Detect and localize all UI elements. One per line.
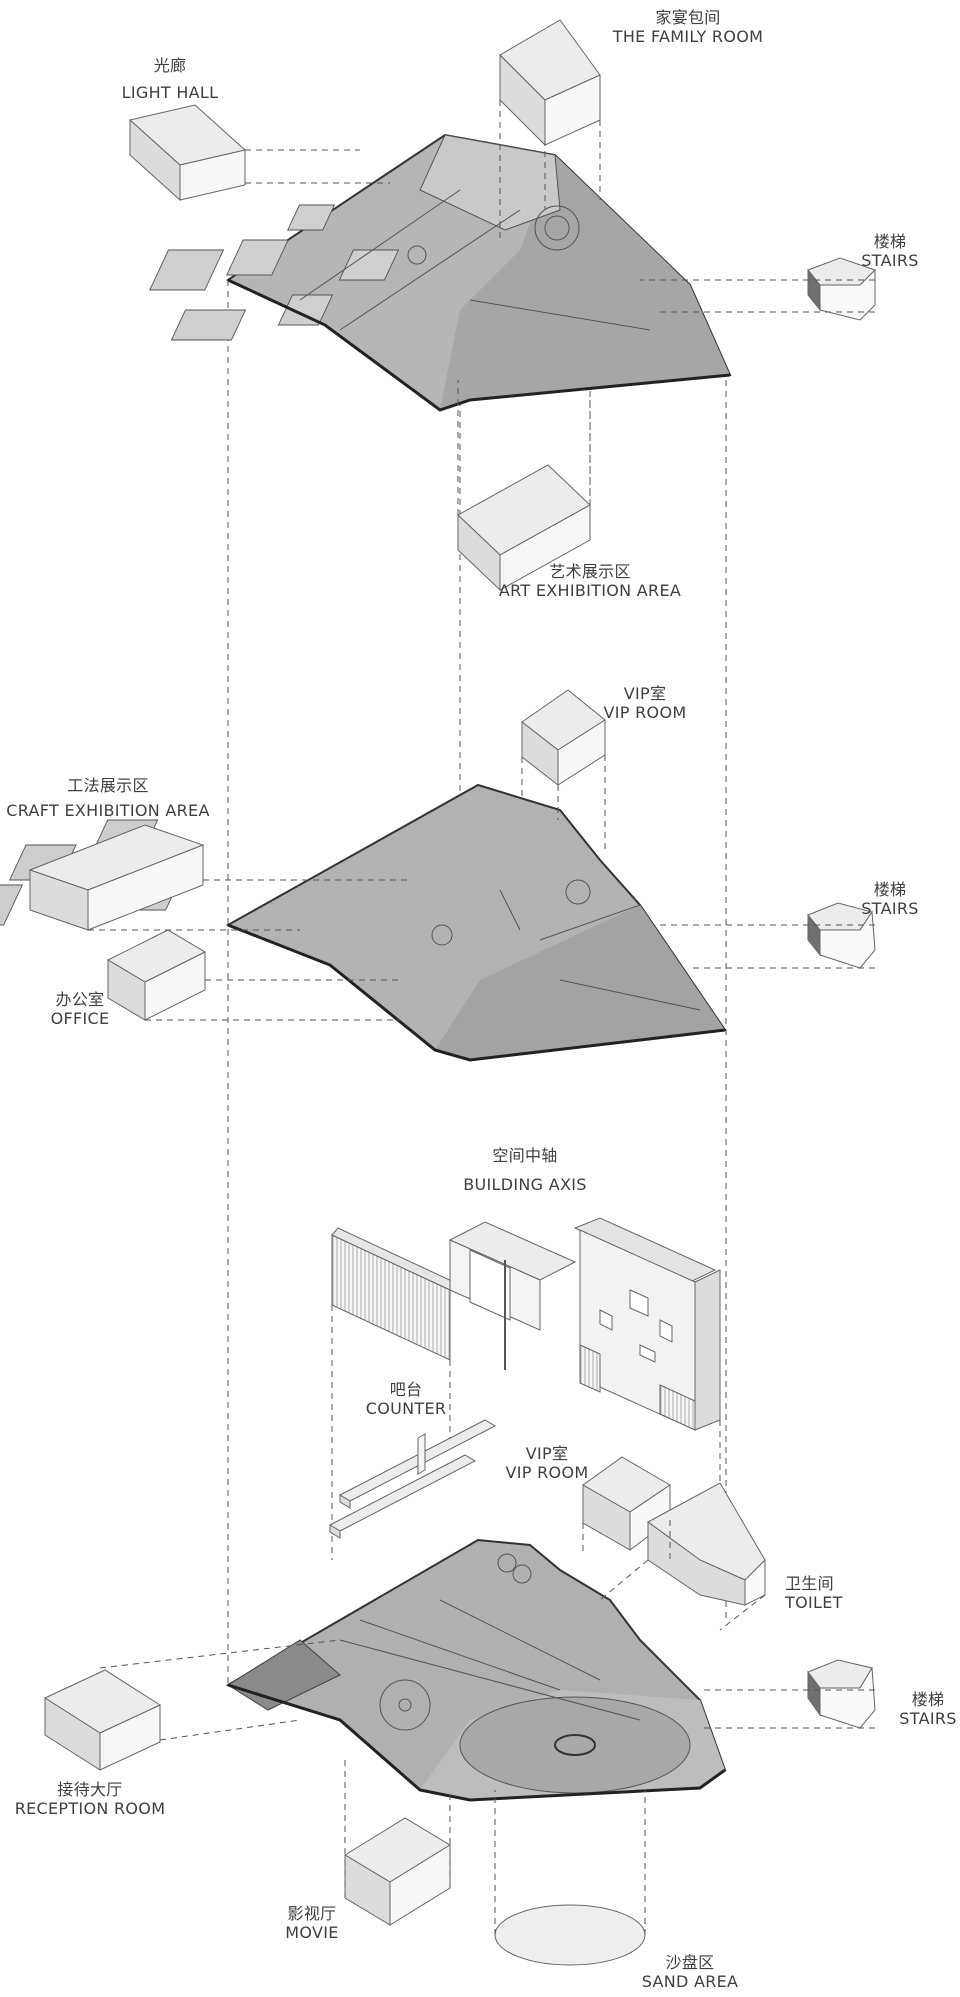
label-office-en: OFFICE <box>50 1009 110 1028</box>
label-building-axis: 空间中轴 BUILDING AXIS <box>463 1146 587 1194</box>
label-stairs-middle: 楼梯 STAIRS <box>861 880 918 918</box>
movie-volume <box>344 1817 451 1926</box>
floor-plan-bottom <box>225 1538 727 1802</box>
art-exhibition-volume <box>457 464 591 592</box>
label-vip-room-middle: VIP室 VIP ROOM <box>604 684 687 722</box>
label-sand-area: 沙盘区 SAND AREA <box>642 1953 739 1991</box>
label-office-cn: 办公室 <box>55 990 105 1009</box>
label-reception-cn: 接待大厅 <box>57 1780 123 1799</box>
label-stairs-top-en: STAIRS <box>861 251 919 270</box>
stairs-middle-volume <box>807 902 876 969</box>
label-reception-en: RECEPTION ROOM <box>14 1799 166 1818</box>
label-art-exhibition-en: ART EXHIBITION AREA <box>498 581 682 600</box>
sand-area-volume <box>494 1904 646 1966</box>
label-movie-en: MOVIE <box>285 1923 339 1942</box>
craft-exhibition-volume <box>28 824 205 931</box>
label-vip-room-middle-en: VIP ROOM <box>603 703 687 722</box>
label-stairs-middle-en: STAIRS <box>861 899 919 918</box>
label-vip-room-middle-cn: VIP室 <box>623 684 667 703</box>
building-axis-volume <box>331 1217 721 1431</box>
reception-volume <box>43 1669 162 1771</box>
label-stairs-lower-en: STAIRS <box>899 1709 957 1728</box>
label-stairs-lower-cn: 楼梯 <box>911 1690 945 1709</box>
label-stairs-middle-cn: 楼梯 <box>873 880 907 899</box>
label-family-room: 家宴包间 THE FAMILY ROOM <box>613 8 763 46</box>
office-volume <box>106 929 207 1021</box>
label-counter-cn: 吧台 <box>389 1380 423 1399</box>
label-vip-room-lower-cn: VIP室 <box>525 1444 569 1463</box>
label-family-room-cn: 家宴包间 <box>655 8 721 27</box>
label-vip-room-lower-en: VIP ROOM <box>505 1463 589 1482</box>
label-toilet: 卫生间 TOILET <box>785 1574 843 1612</box>
label-light-hall-en: LIGHT HALL <box>121 83 219 102</box>
family-room-volume <box>499 19 601 147</box>
vip-room-lower-volume <box>582 1456 671 1551</box>
floor-plan-middle <box>0 783 727 1062</box>
label-movie-cn: 影视厅 <box>287 1904 337 1923</box>
label-movie: 影视厅 MOVIE <box>285 1904 338 1942</box>
label-stairs-top-cn: 楼梯 <box>873 232 907 251</box>
connector-lines-bottom <box>99 1520 875 1935</box>
label-stairs-lower: 楼梯 STAIRS <box>899 1690 956 1728</box>
label-counter: 吧台 COUNTER <box>366 1380 447 1418</box>
label-art-exhibition-cn: 艺术展示区 <box>549 562 631 581</box>
toilet-volume <box>647 1482 766 1606</box>
label-toilet-cn: 卫生间 <box>785 1574 834 1593</box>
label-sand-area-en: SAND AREA <box>641 1972 739 1991</box>
stairs-lower-volume <box>807 1659 876 1729</box>
label-vip-room-lower: VIP室 VIP ROOM <box>506 1444 589 1482</box>
counter-volume <box>328 1419 497 1539</box>
connector-lines-top <box>245 100 875 515</box>
connector-lines-middle <box>88 755 875 1021</box>
label-toilet-en: TOILET <box>785 1593 843 1612</box>
light-hall-volume <box>128 104 247 202</box>
label-office: 办公室 OFFICE <box>51 990 110 1028</box>
label-reception: 接待大厅 RECEPTION ROOM <box>15 1780 166 1818</box>
label-sand-area-cn: 沙盘区 <box>665 1953 715 1972</box>
label-light-hall-cn: 光廊 <box>153 56 187 75</box>
label-craft-exhibition-cn: 工法展示区 <box>67 776 149 795</box>
floor-plan-top <box>149 133 732 412</box>
label-building-axis-cn: 空间中轴 <box>492 1146 558 1165</box>
label-counter-en: COUNTER <box>365 1399 447 1418</box>
vip-room-middle-volume <box>521 689 606 787</box>
label-stairs-top: 楼梯 STAIRS <box>861 232 918 270</box>
label-family-room-en: THE FAMILY ROOM <box>612 27 764 46</box>
label-light-hall: 光廊 LIGHT HALL <box>122 56 219 102</box>
label-art-exhibition: 艺术展示区 ART EXHIBITION AREA <box>499 562 681 600</box>
label-building-axis-en: BUILDING AXIS <box>463 1175 587 1194</box>
label-craft-exhibition: 工法展示区 CRAFT EXHIBITION AREA <box>6 776 209 820</box>
stairs-top-volume <box>807 257 876 321</box>
label-craft-exhibition-en: CRAFT EXHIBITION AREA <box>6 801 210 820</box>
